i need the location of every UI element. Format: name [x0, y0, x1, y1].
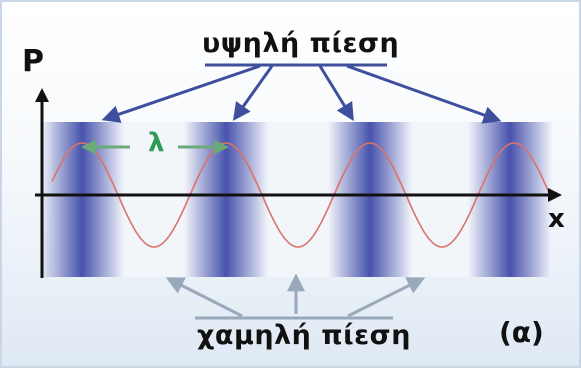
- low-pressure-arrow-3: [347, 277, 426, 318]
- pressure-wave: [51, 142, 553, 248]
- y-axis-label: P: [22, 44, 44, 79]
- x-axis-arrow: [548, 188, 562, 202]
- x-axis-label: x: [548, 204, 565, 234]
- low-pressure-arrow-1: [165, 277, 243, 318]
- high-pressure-arrow-3: [318, 65, 354, 122]
- high-pressure-label: υψηλή πίεση: [202, 28, 400, 59]
- high-pressure-arrow-1: [101, 64, 261, 123]
- compression-band-1: [40, 122, 124, 277]
- figure-tag: (α): [499, 316, 544, 349]
- high-pressure-arrow-4: [346, 64, 502, 124]
- compression-band-4: [468, 122, 552, 277]
- wavelength-label: λ: [148, 128, 165, 158]
- low-pressure-label: χαμηλή πίεση: [197, 320, 411, 351]
- y-axis-arrow: [35, 88, 49, 102]
- compression-band-2: [184, 122, 268, 277]
- high-pressure-arrow-2: [232, 65, 274, 121]
- compression-band-3: [328, 122, 412, 277]
